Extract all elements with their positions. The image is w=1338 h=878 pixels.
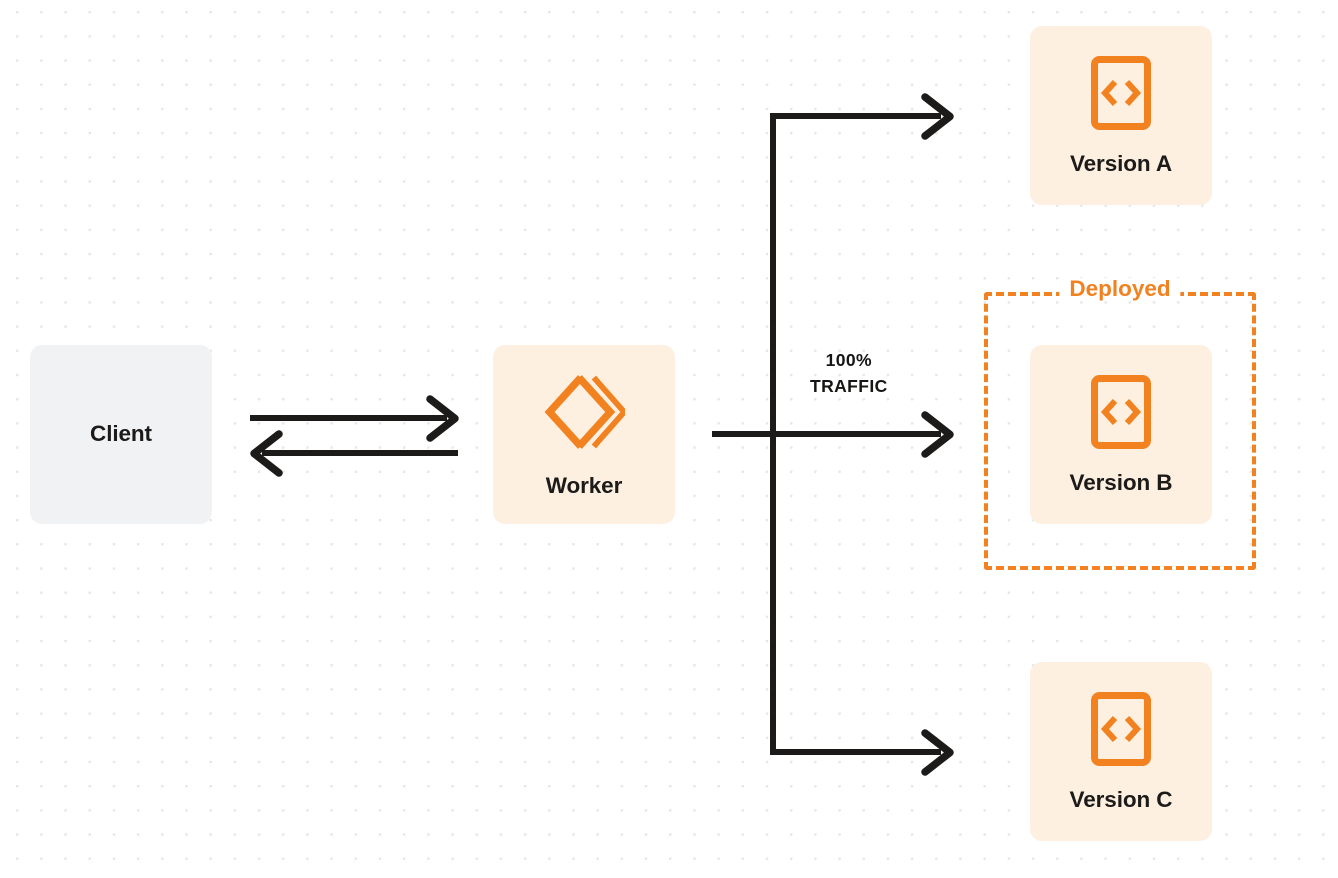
node-version-c-label: Version C: [1069, 787, 1173, 813]
node-version-c[interactable]: Version C: [1030, 662, 1212, 841]
edge-worker-to-versions-trunk: [712, 113, 941, 755]
code-document-icon: [1090, 691, 1152, 767]
node-version-b[interactable]: Version B: [1030, 345, 1212, 524]
code-document-icon: [1090, 55, 1152, 131]
cloudflare-workers-logo-icon: [543, 371, 629, 453]
traffic-label: 100% TRAFFIC: [810, 350, 888, 396]
deployed-group: Deployed: [984, 277, 1256, 570]
node-worker[interactable]: Worker: [493, 345, 675, 524]
edge-worker-to-client: [250, 430, 458, 477]
traffic-word: TRAFFIC: [810, 375, 888, 396]
node-client-label: Client: [90, 421, 152, 447]
edge-client-to-worker: [250, 395, 459, 442]
node-version-a[interactable]: Version A: [1030, 26, 1212, 205]
node-client[interactable]: Client: [30, 345, 212, 524]
arrowhead-version-b: [921, 411, 954, 458]
node-version-b-label: Version B: [1069, 470, 1173, 496]
node-worker-label: Worker: [545, 473, 623, 499]
deployed-group-label: Deployed: [1059, 277, 1181, 301]
arrowhead-version-c: [921, 729, 954, 776]
node-version-a-label: Version A: [1069, 151, 1173, 177]
code-document-icon: [1090, 374, 1152, 450]
arrowhead-version-a: [921, 93, 954, 140]
traffic-percent: 100%: [825, 350, 872, 370]
